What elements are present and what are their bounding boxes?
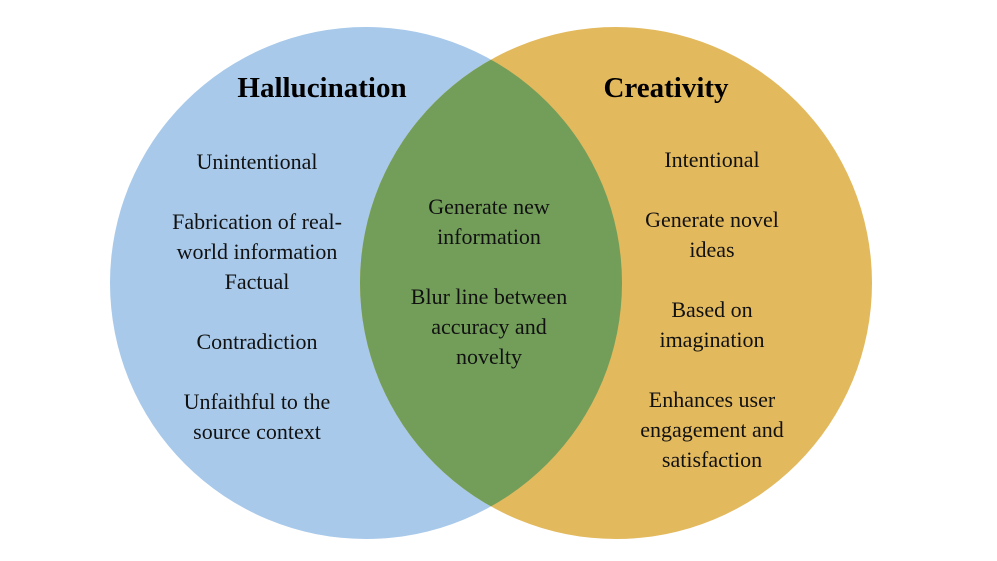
hallucination-item-fabrication-line1: Fabrication of real- — [172, 209, 342, 234]
overlap-item-generate-line1: Generate new — [428, 194, 550, 219]
overlap-item-blur-line3: novelty — [456, 344, 522, 369]
hallucination-title: Hallucination — [237, 72, 407, 104]
creativity-item-engagement-line1: Enhances user — [648, 387, 776, 412]
hallucination-item-contradiction: Contradiction — [196, 329, 318, 354]
overlap-item-blur-line2: accuracy and — [431, 314, 547, 339]
creativity-item-engagement-line3: satisfaction — [661, 447, 763, 472]
hallucination-item-unintentional: Unintentional — [196, 149, 318, 174]
creativity-item-intentional: Intentional — [664, 147, 760, 172]
creativity-item-imagination-line2: imagination — [659, 327, 765, 352]
overlap-item-generate-line2: information — [437, 224, 541, 249]
creativity-item-novel-line1: Generate novel — [645, 207, 779, 232]
creativity-item-engagement-line2: engagement and — [640, 417, 784, 442]
hallucination-item-factual: Factual — [224, 269, 290, 294]
overlap-item-blur-line1: Blur line between — [410, 284, 568, 309]
hallucination-item-fabrication-line2: world information — [176, 239, 338, 264]
overlap-region — [360, 27, 622, 539]
creativity-item-novel-line2: ideas — [689, 237, 735, 262]
hallucination-item-unfaithful-line1: Unfaithful to the — [183, 389, 331, 414]
creativity-title: Creativity — [603, 72, 729, 104]
hallucination-item-unfaithful-line2: source context — [193, 419, 321, 444]
creativity-item-imagination-line1: Based on — [671, 297, 753, 322]
